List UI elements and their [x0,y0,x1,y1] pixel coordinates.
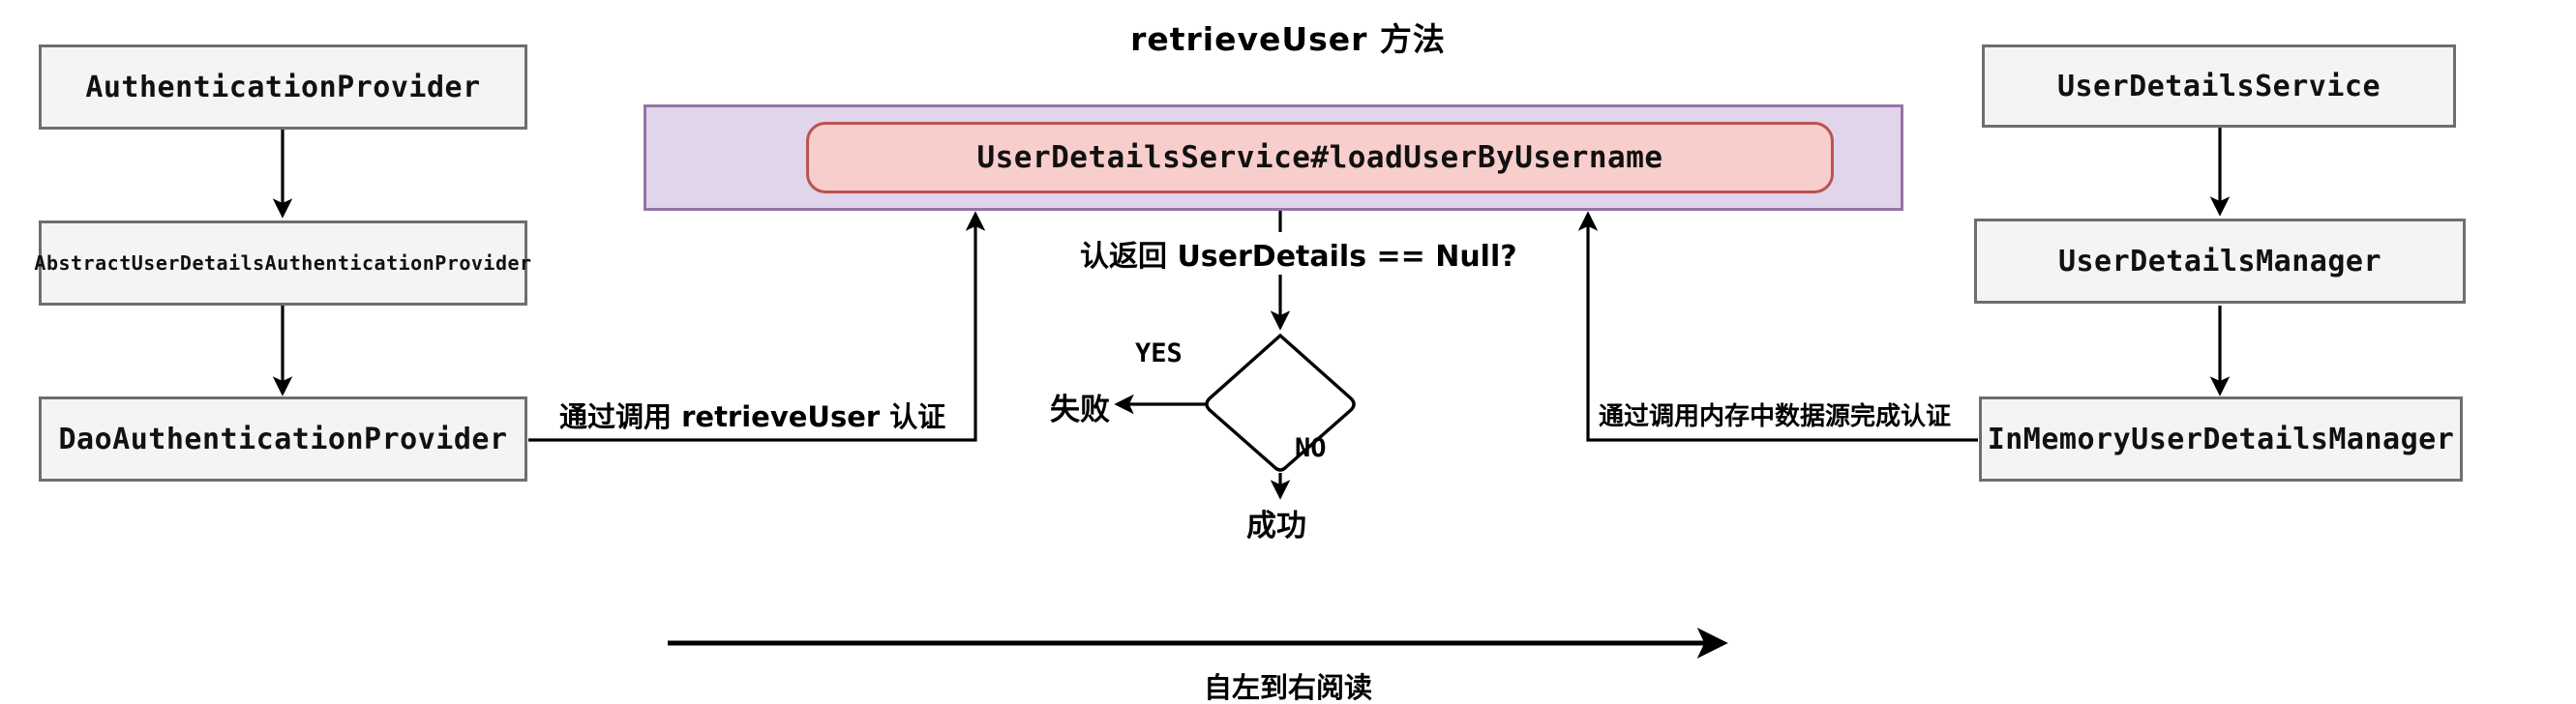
edge-label-retrieve-user-auth: 通过调用 retrieveUser 认证 [554,393,952,437]
node-label: AbstractUserDetailsAuthenticationProvide… [34,251,532,275]
method-box-load-user-by-username[interactable]: UserDetailsService#loadUserByUsername [806,122,1834,193]
reading-direction-caption: 自左到右阅读 [1203,671,1372,704]
node-user-details-service[interactable]: UserDetailsService [1982,44,2456,128]
node-in-memory-user-details-manager[interactable]: InMemoryUserDetailsManager [1979,396,2463,482]
node-dao-authentication-provider[interactable]: DaoAuthenticationProvider [39,396,527,482]
decision-no-label: NO [1295,433,1327,463]
node-user-details-manager[interactable]: UserDetailsManager [1974,219,2466,304]
node-authentication-provider[interactable]: AuthenticationProvider [39,44,527,130]
condition-label-user-details-null: 认返回 UserDetails == Null? [1074,232,1523,275]
node-label: UserDetailsManager [2057,244,2382,279]
decision-yes-outcome-failure: 失败 [1050,393,1110,427]
node-label: InMemoryUserDetailsManager [1987,422,2455,456]
node-label: UserDetailsService [2056,69,2381,103]
node-abstract-user-details-authentication-provider[interactable]: AbstractUserDetailsAuthenticationProvide… [34,220,531,306]
decision-yes-label: YES [1135,338,1183,368]
decision-no-outcome-success: 成功 [1246,509,1306,543]
node-label: DaoAuthenticationProvider [58,422,508,456]
decision-diamond [1205,333,1356,472]
diagram-title: retrieveUser 方法 [1130,20,1446,58]
node-label: AuthenticationProvider [85,70,481,104]
edge-label-in-memory-datasource-auth: 通过调用内存中数据源完成认证 [1595,395,1956,434]
method-label: UserDetailsService#loadUserByUsername [976,140,1663,175]
